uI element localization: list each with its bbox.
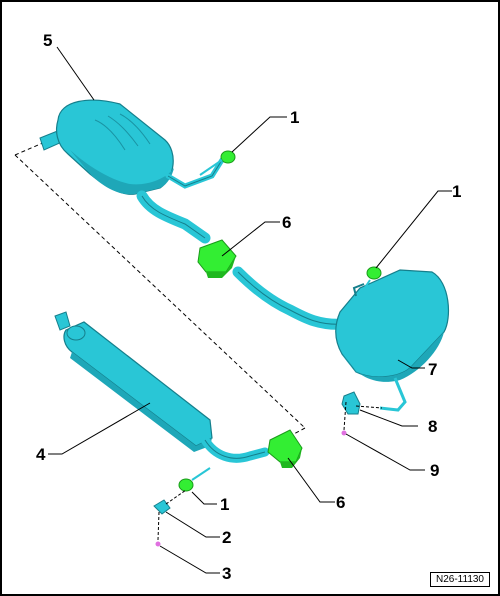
callout-2: 2 — [222, 528, 232, 547]
callout-1-right: 1 — [452, 182, 462, 201]
front-silencer — [232, 266, 450, 412]
rear-silencer — [39, 99, 225, 244]
callout-9: 9 — [430, 461, 440, 480]
bracket-8 — [341, 391, 383, 415]
mounting-1-bottom — [178, 467, 211, 492]
bolt-9 — [341, 401, 347, 436]
mounting-1-top — [199, 150, 236, 176]
figure-reference-code: N26-11130 — [430, 572, 490, 587]
callout-5: 5 — [43, 31, 53, 50]
assembly-dashed-lines — [14, 141, 306, 436]
mounting-1-right — [361, 266, 382, 293]
callout-4: 4 — [36, 445, 46, 464]
clamp-bottom — [267, 429, 303, 468]
callout-1-top: 1 — [290, 108, 300, 127]
center-silencer — [54, 311, 270, 463]
callout-8: 8 — [428, 417, 438, 436]
callout-6-bottom: 6 — [336, 493, 346, 512]
clamp-top — [197, 239, 237, 278]
callout-6-top: 6 — [282, 213, 292, 232]
bolt-3 — [155, 511, 161, 547]
callout-1-bottom: 1 — [220, 495, 230, 514]
callout-7: 7 — [428, 360, 438, 379]
bracket-2 — [153, 489, 187, 515]
callout-3: 3 — [222, 564, 232, 583]
leader-lines — [48, 46, 452, 574]
